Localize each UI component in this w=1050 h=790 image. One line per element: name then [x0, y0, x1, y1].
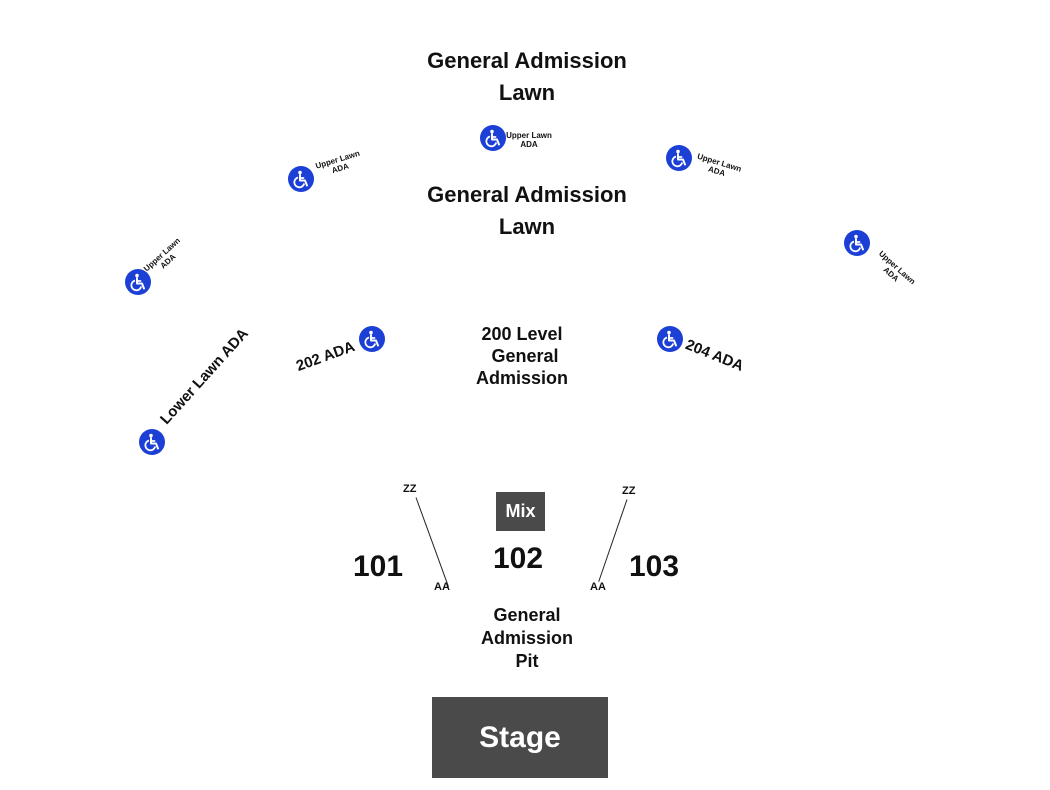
ga-pit-label[interactable]: General Admission Pit	[480, 605, 573, 671]
wheelchair-icon[interactable]	[657, 326, 683, 352]
section-202-ada-label[interactable]: 202 ADA	[293, 338, 358, 375]
section-102[interactable]: 102	[493, 542, 544, 575]
section-103[interactable]: 103	[629, 550, 680, 583]
mix-booth[interactable]: Mix	[496, 492, 545, 531]
wheelchair-icon[interactable]	[666, 145, 692, 171]
wheelchair-icon[interactable]	[480, 125, 506, 151]
section-204-ada-label[interactable]: 204 ADA	[683, 336, 747, 375]
row-aa-right: AA	[590, 581, 606, 593]
wheelchair-icon[interactable]	[288, 166, 314, 192]
row-line-left	[415, 497, 449, 587]
row-zz-right: ZZ	[622, 485, 636, 497]
section-101[interactable]: 101	[353, 550, 404, 583]
row-line-right	[598, 499, 628, 582]
level-200-ga-label[interactable]: 200 Level General Admission	[475, 324, 568, 388]
ga-lawn-label[interactable]: General Admission Lawn	[427, 48, 627, 105]
row-zz-left: ZZ	[403, 483, 417, 495]
ga-lawn-lower-label[interactable]: General Admission Lawn	[427, 182, 627, 239]
wheelchair-icon[interactable]	[844, 230, 870, 256]
row-aa-left: AA	[434, 581, 450, 593]
wheelchair-icon[interactable]	[359, 326, 385, 352]
wheelchair-icon[interactable]	[139, 429, 165, 455]
wheelchair-icon[interactable]	[125, 269, 151, 295]
stage[interactable]: Stage	[432, 697, 608, 778]
lower-lawn-ada-label[interactable]: Lower Lawn ADA	[156, 325, 252, 428]
